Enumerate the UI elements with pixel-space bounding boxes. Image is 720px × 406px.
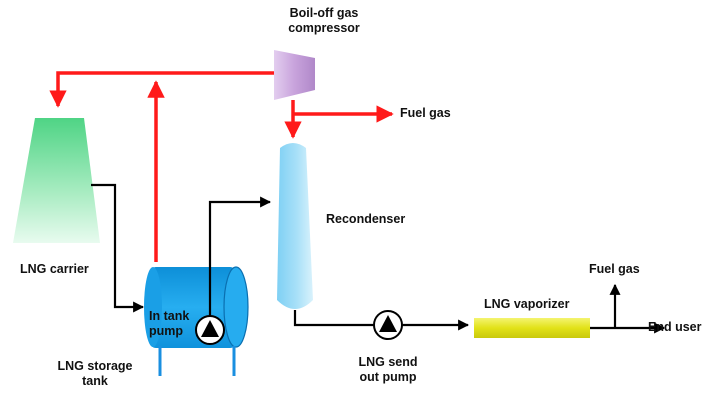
lng-carrier-shape (13, 118, 100, 243)
lng-vaporizer-shape (474, 318, 590, 338)
end-user-label: End user (648, 320, 702, 334)
boil-off-gas-lines (49, 71, 394, 262)
fuel-gas-top-label: Fuel gas (400, 106, 451, 120)
lng-send-out-pump-icon (373, 310, 403, 340)
lng-storage-tank-label: LNG storage tank (57, 359, 133, 388)
lng-send-out-pump-label: LNG send out pump (358, 355, 418, 384)
lng-storage-tank-shape (144, 266, 249, 376)
lng-liquid-lines (91, 183, 666, 334)
boil-off-gas-compressor-label: Boil-off gas compressor (288, 6, 360, 35)
lng-vaporizer-label: LNG vaporizer (484, 297, 570, 311)
recondenser-label: Recondenser (326, 212, 406, 226)
fuel-gas-right-label: Fuel gas (589, 262, 640, 276)
in-tank-pump-label: In tank pump (149, 309, 190, 338)
recondenser-shape (277, 143, 313, 309)
lng-carrier-label: LNG carrier (20, 262, 89, 276)
boil-off-gas-compressor-shape (274, 50, 315, 100)
in-tank-pump-icon (195, 315, 225, 345)
